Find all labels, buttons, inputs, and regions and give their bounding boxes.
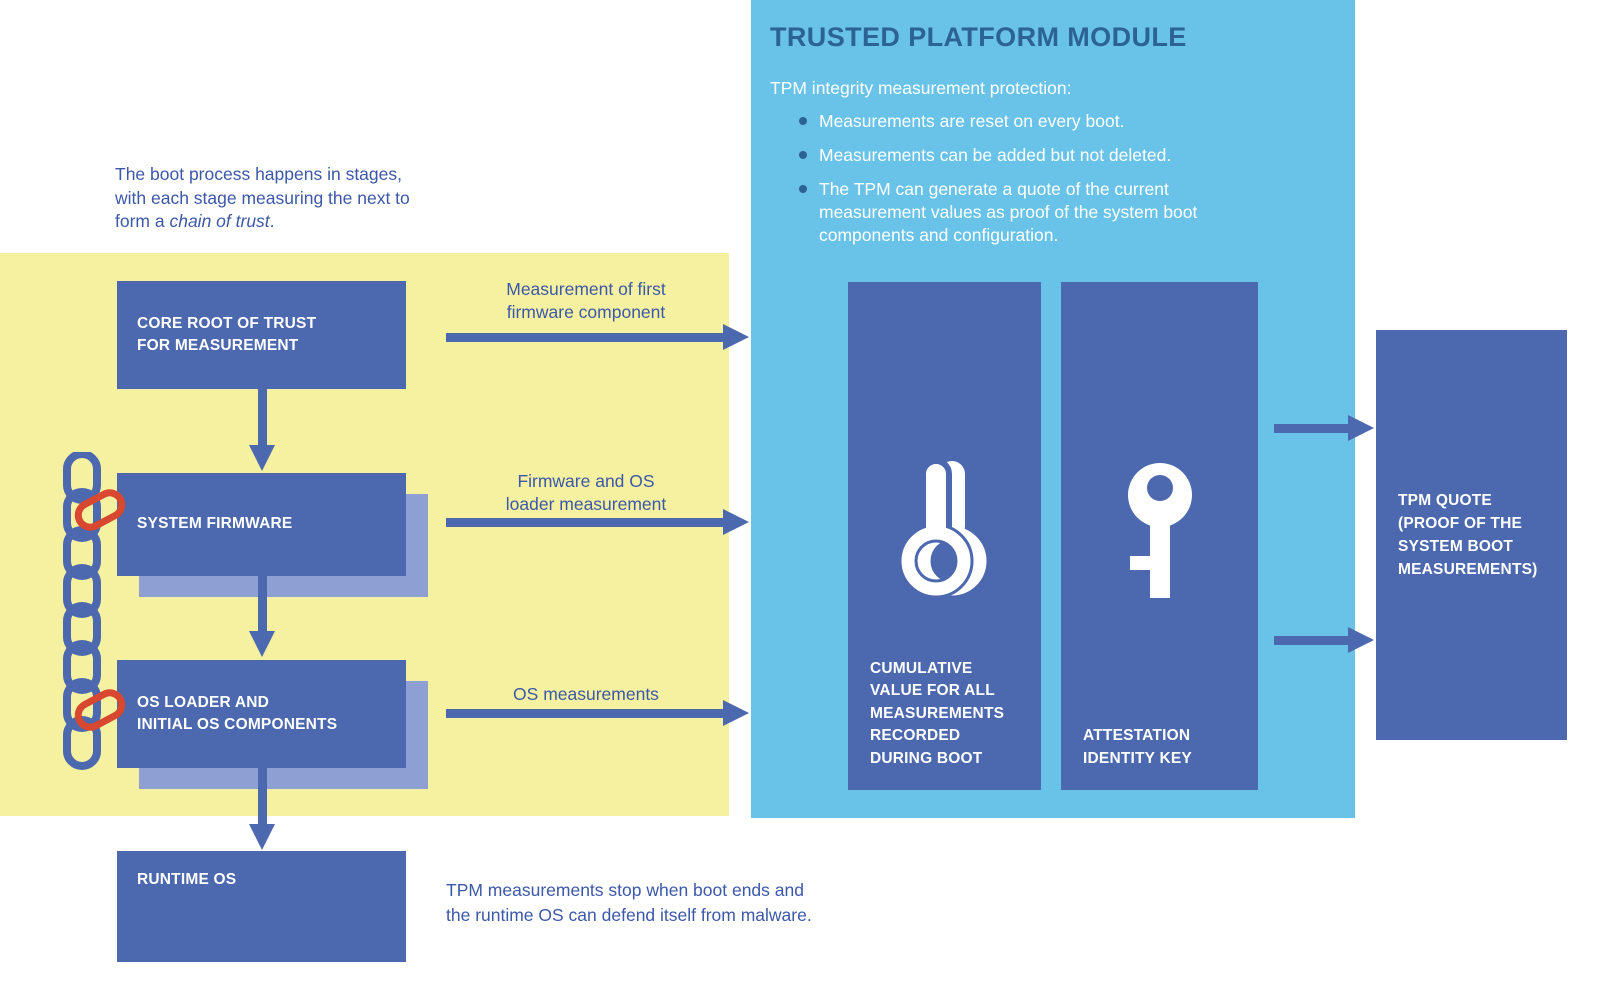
chain-of-trust-icon [63, 452, 126, 770]
arrow-tpm-to-quote-bottom [1274, 636, 1348, 645]
panel-label-line: VALUE FOR ALL [870, 682, 995, 700]
arrow-head-icon [723, 700, 749, 726]
arrow-firmware-to-tpm [446, 518, 723, 527]
tpm-quote-label: TPM QUOTE (PROOF OF THE SYSTEM BOOT MEAS… [1376, 489, 1548, 582]
panel-label-line: DURING BOOT [870, 749, 983, 767]
flow-label-line: Measurement of first [506, 279, 666, 299]
panel-label-line: ATTESTATION [1083, 727, 1191, 745]
chain-links [63, 452, 101, 770]
tpm-title: TRUSTED PLATFORM MODULE [770, 22, 1187, 52]
arrow-head-icon [1348, 627, 1374, 653]
stage-box-runtime-os: RUNTIME OS [117, 851, 406, 962]
arrow-head-icon [249, 824, 275, 850]
arrow-tpm-to-quote-top [1274, 424, 1348, 433]
arrow-loader-to-runtime [258, 768, 267, 824]
intro-line: form a chain of trust. [115, 210, 455, 234]
stage-label-line: CORE ROOT OF TRUST [137, 314, 317, 332]
quote-label-line: TPM QUOTE [1398, 491, 1492, 509]
tpm-intro: TPM integrity measurement protection: [770, 78, 1072, 98]
flow-label-os-measurements: OS measurements [446, 683, 726, 706]
footer-line: TPM measurements stop when boot ends and [446, 880, 804, 900]
flow-label-line: loader measurement [505, 493, 667, 514]
arrow-crtm-to-firmware [258, 389, 267, 445]
footer-line: the runtime OS can defend itself from ma… [446, 904, 812, 925]
panel-label-line: MEASUREMENTS [870, 704, 1005, 722]
arrow-head-icon [1348, 415, 1374, 441]
arrow-head-icon [249, 631, 275, 657]
quote-label-line: (PROOF OF THE [1398, 514, 1523, 532]
arrow-head-icon [249, 445, 275, 471]
flow-label-line: firmware component [506, 301, 666, 322]
chain-of-trust-italic: chain of trust [169, 211, 270, 232]
stage-label-line: OS LOADER AND [137, 693, 270, 711]
stage-label-line: FOR MEASUREMENT [137, 337, 299, 354]
intro-line: The boot process happens in stages, [115, 164, 402, 184]
panel-label-line: IDENTITY KEY [1083, 749, 1192, 767]
panel-label-line: RECORDED [870, 727, 961, 745]
panel-label-line: CUMULATIVE [870, 659, 973, 677]
tpm-quote-box: TPM QUOTE (PROOF OF THE SYSTEM BOOT MEAS… [1376, 330, 1567, 740]
arrow-head-icon [723, 324, 749, 350]
quote-label-line: SYSTEM BOOT [1398, 538, 1514, 555]
arrow-head-icon [723, 509, 749, 535]
measurement-gauge-icon [898, 458, 986, 599]
red-chain-link-icon [74, 689, 126, 731]
intro-text: The boot process happens in stages, with… [115, 163, 455, 234]
flow-label-first-firmware: Measurement of first firmware component [446, 278, 726, 324]
tpm-bullet: Measurements are reset on every boot. [797, 110, 1227, 133]
panel-label-attestation: ATTESTATION IDENTITY KEY [1083, 725, 1248, 770]
intro-line: with each stage measuring the next to [115, 187, 410, 208]
panel-attestation-identity-key: ATTESTATION IDENTITY KEY [1061, 282, 1258, 790]
stage-label-line: INITIAL OS COMPONENTS [137, 716, 338, 733]
red-chain-link-icon [74, 489, 126, 531]
footer-text: TPM measurements stop when boot ends and… [446, 878, 866, 927]
arrow-os-to-tpm [446, 709, 723, 718]
key-icon [1127, 463, 1192, 598]
intro-line-prefix: form a [115, 211, 170, 232]
panel-label-cumulative: CUMULATIVE VALUE FOR ALL MEASUREMENTS RE… [870, 658, 1031, 770]
stage-box-core-root-of-trust: CORE ROOT OF TRUST FOR MEASUREMENT [117, 281, 406, 389]
intro-line-suffix: . [269, 211, 275, 232]
tpm-bullet: Measurements can be added but not delete… [797, 144, 1227, 167]
arrow-firmware-to-loader [258, 576, 267, 631]
tpm-bullet-list: Measurements are reset on every boot. Me… [797, 110, 1227, 258]
stage-label-line: RUNTIME OS [137, 871, 237, 888]
flow-label-line: Firmware and OS [517, 471, 655, 491]
flow-label-firmware-os-loader: Firmware and OS loader measurement [446, 470, 726, 516]
flow-label-line: OS measurements [513, 684, 659, 704]
panel-cumulative-measurements: CUMULATIVE VALUE FOR ALL MEASUREMENTS RE… [848, 282, 1041, 790]
stage-box-system-firmware: SYSTEM FIRMWARE [117, 473, 406, 576]
stage-label-line: SYSTEM FIRMWARE [137, 515, 293, 533]
quote-label-line: MEASUREMENTS) [1398, 561, 1538, 579]
arrow-crtm-to-tpm [446, 333, 723, 342]
tpm-bullet: The TPM can generate a quote of the curr… [797, 178, 1227, 247]
stage-box-os-loader: OS LOADER AND INITIAL OS COMPONENTS [117, 660, 406, 768]
